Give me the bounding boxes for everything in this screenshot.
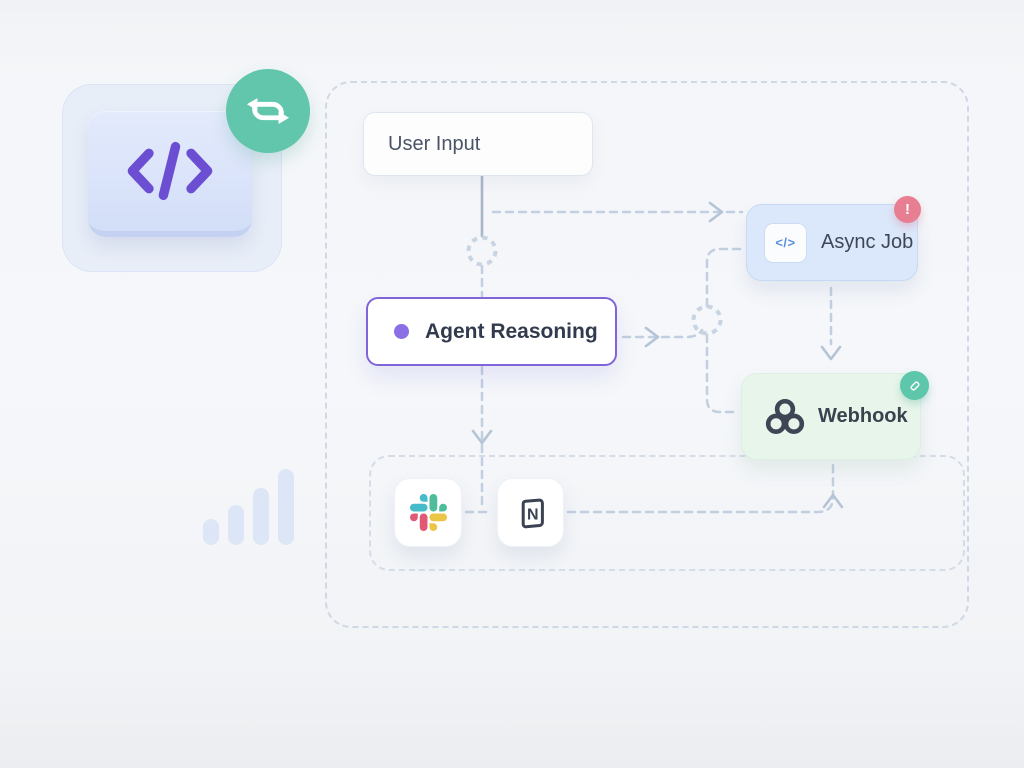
- sync-arrows-icon: [246, 98, 290, 124]
- tile-slack[interactable]: [394, 478, 462, 547]
- tile-notion[interactable]: N: [497, 478, 564, 547]
- code-icon: [127, 141, 213, 201]
- alert-badge: !: [894, 196, 921, 223]
- status-dot: [394, 324, 409, 339]
- slack-logo-icon: [409, 494, 447, 531]
- webhook-icon: [765, 398, 805, 434]
- arrowhead-right-icon: [644, 326, 660, 348]
- arrowhead-down-icon: [471, 429, 493, 445]
- spinner-node-2: [691, 304, 723, 336]
- chip-glyph: </>: [775, 235, 796, 250]
- alert-glyph: !: [905, 201, 910, 218]
- node-label: User Input: [388, 132, 481, 155]
- notion-letter: N: [527, 506, 539, 523]
- decor-bar: [278, 469, 294, 545]
- node-async-job[interactable]: </> Async Job: [746, 204, 918, 281]
- node-label: Async Job: [821, 231, 914, 253]
- code-keycap: [88, 111, 252, 237]
- connector-junction2-to-webhook: [705, 333, 741, 414]
- workflow-frame: [325, 81, 969, 628]
- notion-logo-icon: N: [521, 498, 544, 528]
- bar-chart-decoration: [203, 469, 294, 545]
- decor-bar: [203, 519, 219, 545]
- spinner-node-1: [466, 235, 498, 267]
- code-chip-icon: </>: [764, 222, 807, 263]
- node-user-input[interactable]: User Input: [363, 112, 593, 176]
- node-webhook[interactable]: Webhook: [741, 373, 921, 460]
- connector-agent-to-junction2: [621, 328, 704, 339]
- node-agent-reasoning[interactable]: Agent Reasoning: [366, 297, 617, 366]
- node-label: Webhook: [818, 405, 908, 427]
- arrowhead-up-icon: [822, 493, 844, 509]
- decor-bar: [253, 488, 269, 545]
- node-label: Agent Reasoning: [425, 319, 598, 343]
- edit-pencil-icon: [909, 380, 920, 391]
- connector-junction2-to-async: [705, 247, 746, 308]
- sync-badge: [226, 69, 310, 153]
- integrations-frame: [369, 455, 965, 571]
- arrowhead-right-icon: [708, 201, 724, 223]
- arrowhead-down-icon: [820, 345, 842, 361]
- decor-bar: [228, 505, 244, 545]
- connector-notion-to-webhook: [566, 462, 835, 514]
- edit-badge: [900, 371, 929, 400]
